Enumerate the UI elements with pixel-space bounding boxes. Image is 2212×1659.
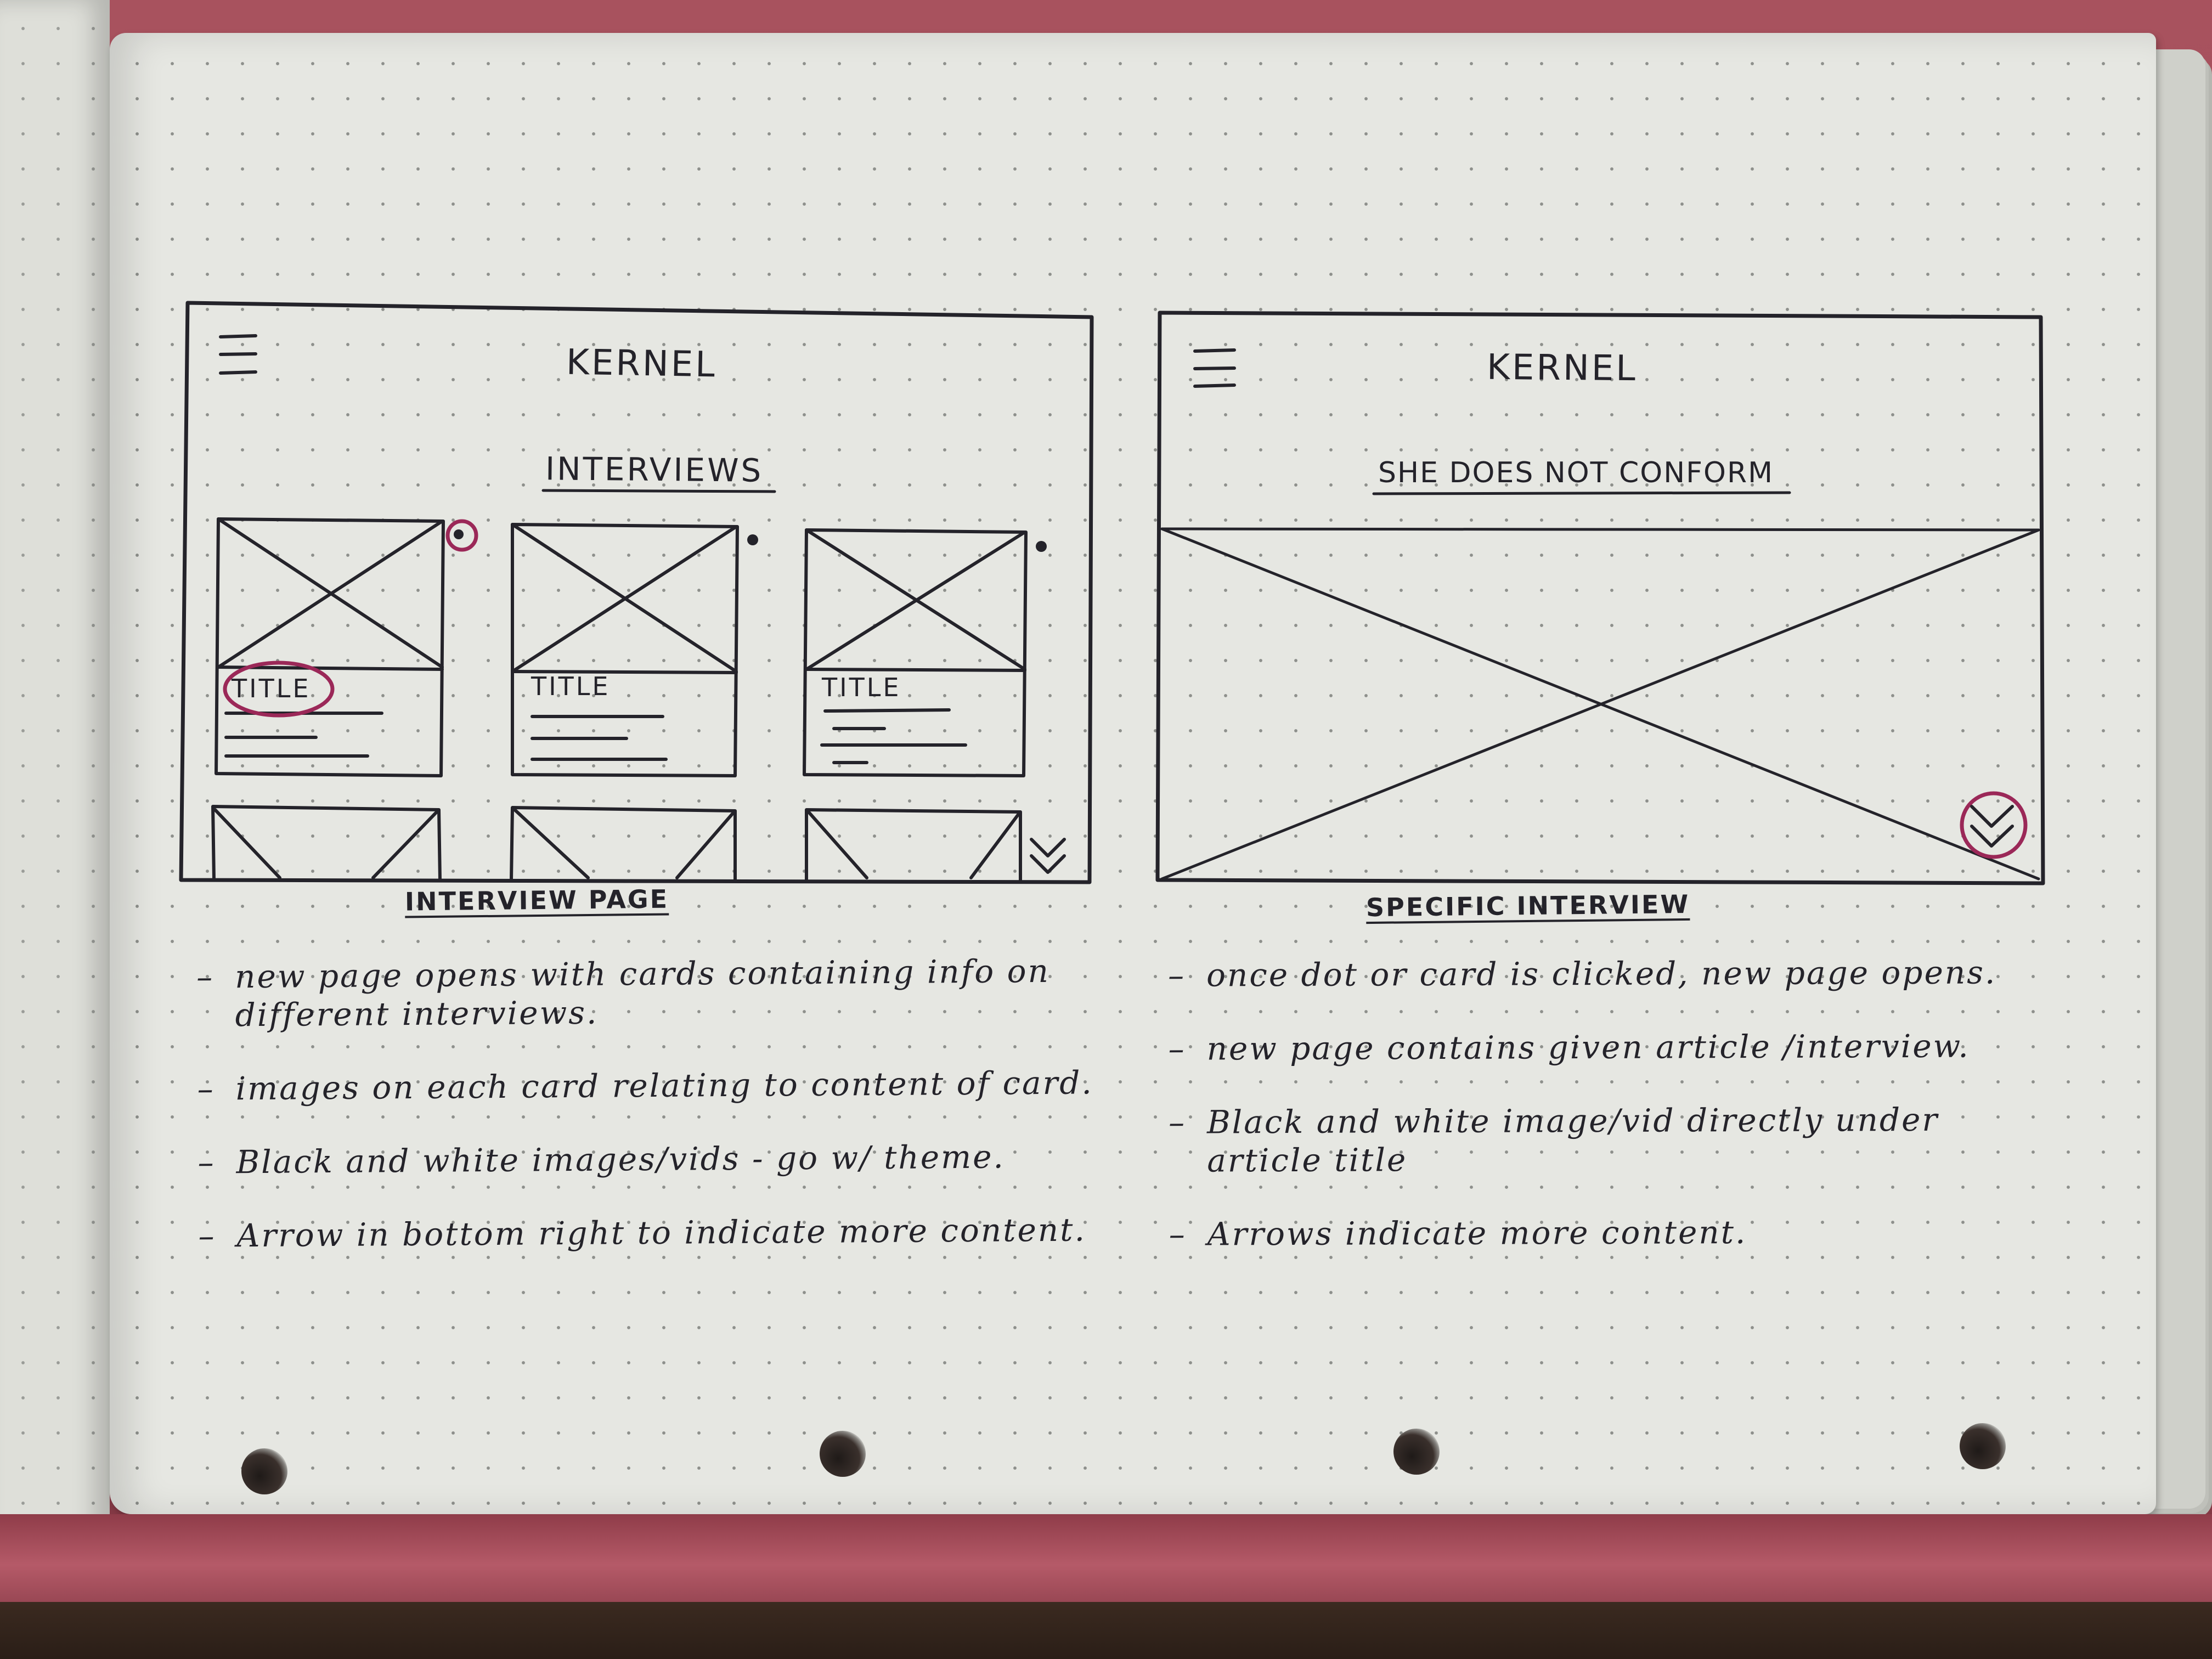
wireframe-caption: INTERVIEW PAGE — [404, 884, 669, 917]
note-item: once dot or card is clicked, new page op… — [1168, 953, 2024, 994]
note-item: Arrows indicate more content. — [1169, 1212, 2025, 1253]
dotted-notebook-page — [110, 33, 2156, 1514]
card-title: TITLE — [232, 674, 311, 703]
binding-hole — [1393, 1429, 1440, 1475]
hamburger-menu-icon — [1193, 348, 1236, 388]
card-3 — [803, 528, 1028, 777]
notes-list-right: once dot or card is clicked, new page op… — [1168, 953, 2025, 1288]
card-dot-icon — [454, 529, 464, 539]
note-item: Black and white images/vids - go w/ them… — [198, 1137, 1103, 1182]
note-item: Arrow in bottom right to indicate more c… — [198, 1210, 1103, 1255]
notes-list-left: new page opens with cards containing inf… — [196, 951, 1104, 1290]
card-2 — [511, 523, 739, 777]
hamburger-menu-icon — [219, 334, 257, 375]
frame-left — [179, 301, 1094, 884]
section-title-underline — [1372, 491, 1791, 495]
note-item: new page contains given article /intervi… — [1168, 1026, 2024, 1068]
card-dot-icon — [747, 534, 758, 545]
double-chevron-down-icon — [1030, 838, 1066, 874]
arrow-highlight-circle — [1960, 791, 2028, 859]
binding-hole — [820, 1431, 866, 1477]
app-title: KERNEL — [566, 342, 718, 386]
hero-image-placeholder — [1160, 527, 2040, 881]
note-item: Black and white image/vid directly under… — [1169, 1100, 2024, 1180]
card-1 — [215, 517, 445, 777]
binding-hole — [1960, 1423, 2006, 1469]
card-row-2 — [211, 805, 1022, 882]
note-item: new page opens with cards containing inf… — [196, 951, 1102, 1035]
binding-hole — [241, 1448, 287, 1494]
wireframe-left — [179, 301, 1094, 884]
table-surface — [0, 1602, 2212, 1659]
app-title: KERNEL — [1486, 347, 1638, 390]
card-title: TITLE — [531, 672, 611, 701]
note-item: images on each card relating to content … — [197, 1063, 1102, 1108]
card-title: TITLE — [822, 673, 901, 702]
card-dot-icon — [1036, 541, 1047, 552]
section-title-underline — [541, 489, 776, 493]
frame-right — [1155, 311, 2045, 885]
left-notebook-page — [0, 0, 110, 1575]
section-title: INTERVIEWS — [545, 450, 764, 489]
card-title-highlight-circle — [223, 661, 335, 718]
card-dot-highlight-icon — [445, 519, 478, 552]
section-title: SHE DOES NOT CONFORM — [1378, 456, 1774, 489]
wireframe-right — [1155, 311, 2045, 885]
wireframe-caption: SPECIFIC INTERVIEW — [1365, 889, 1690, 923]
double-chevron-down-icon — [1970, 805, 2014, 848]
